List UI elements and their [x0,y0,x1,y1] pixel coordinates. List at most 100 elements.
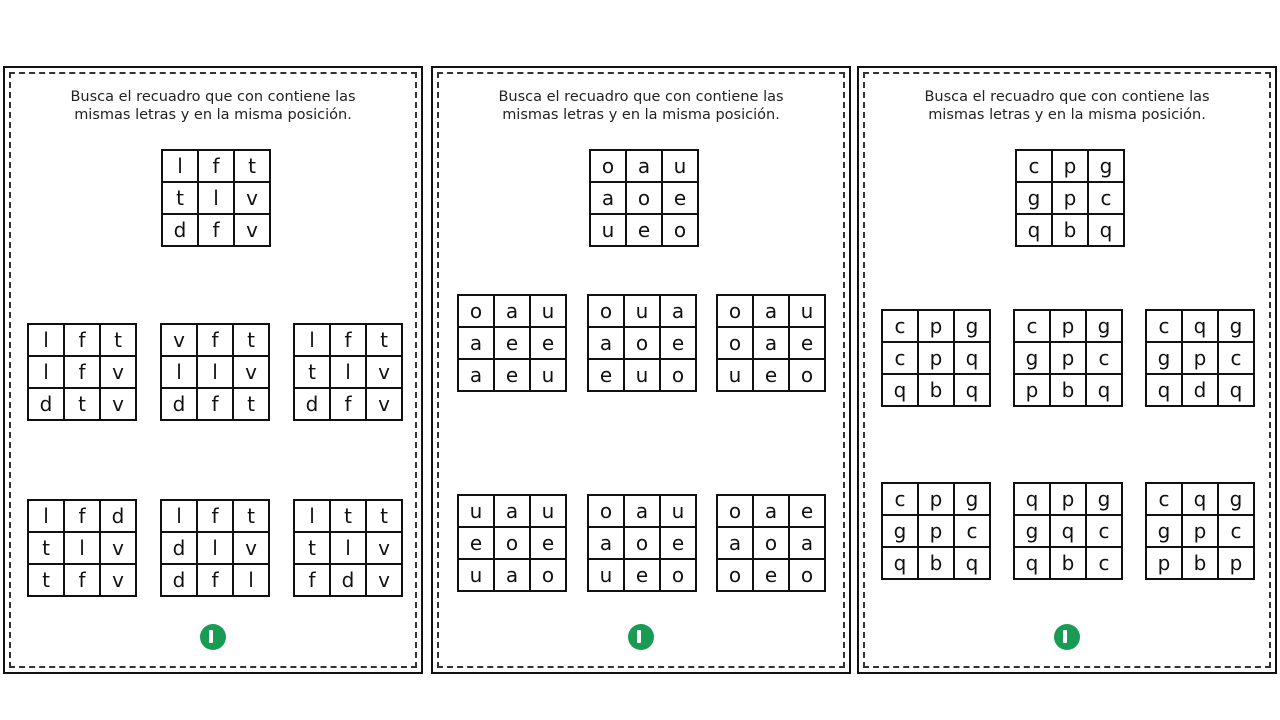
letter-cell: c [1218,515,1254,547]
letter-cell: a [494,495,530,527]
letter-cell: l [197,532,233,564]
letter-cell: f [64,564,100,596]
letter-cell: p [1050,310,1086,342]
letter-cell: e [588,359,624,391]
letter-cell: l [198,182,234,214]
letter-cell: q [1086,374,1122,406]
letter-cell: q [882,374,918,406]
letter-cell: o [753,527,789,559]
letter-cell: p [1014,374,1050,406]
letter-cell: p [918,483,954,515]
letter-cell: o [494,527,530,559]
letter-cell: o [626,182,662,214]
letter-cell: v [100,356,136,388]
letter-cell: o [717,295,753,327]
letter-cell: v [234,182,270,214]
letter-cell: l [64,532,100,564]
letter-cell: q [1014,547,1050,579]
letter-cell: e [662,182,698,214]
letter-cell: f [197,388,233,420]
letter-cell: a [624,495,660,527]
letter-cell: u [789,295,825,327]
letter-cell: o [789,359,825,391]
letter-cell: p [1182,515,1218,547]
letter-cell: a [753,295,789,327]
letter-cell: o [530,559,566,591]
letter-cell: d [161,564,197,596]
letter-cell: e [494,359,530,391]
logo-icon [200,624,226,650]
dashed-border [9,72,417,668]
letter-cell: c [1014,310,1050,342]
letter-cell: a [789,527,825,559]
letter-cell: o [458,295,494,327]
letter-cell: o [624,527,660,559]
letter-cell: g [1014,342,1050,374]
letter-cell: u [530,359,566,391]
letter-cell: l [28,500,64,532]
letter-cell: q [1014,483,1050,515]
letter-cell: f [64,500,100,532]
letter-cell: v [100,564,136,596]
letter-cell: v [233,356,269,388]
letter-cell: e [660,527,696,559]
worksheet-page: Busca el recuadro que con contiene las m… [431,66,851,674]
letter-cell: f [64,324,100,356]
letter-cell: p [918,342,954,374]
letter-cell: t [366,324,402,356]
letter-cell: l [28,324,64,356]
letter-cell: u [662,150,698,182]
letter-cell: l [233,564,269,596]
letter-cell: c [1146,483,1182,515]
letter-cell: c [1218,342,1254,374]
letter-cell: d [1182,374,1218,406]
letter-cell: v [366,388,402,420]
worksheet-page: Busca el recuadro que con contiene las m… [3,66,423,674]
letter-cell: q [954,342,990,374]
dashed-border [863,72,1271,668]
letter-cell: e [753,359,789,391]
letter-cell: f [330,388,366,420]
letter-cell: t [100,324,136,356]
letter-cell: b [918,374,954,406]
letter-cell: p [1146,547,1182,579]
letter-cell: c [1016,150,1052,182]
letter-cell: b [1182,547,1218,579]
letter-cell: l [294,324,330,356]
letter-cell: a [753,327,789,359]
letter-cell: e [789,327,825,359]
letter-cell: q [1182,483,1218,515]
letter-cell: t [366,500,402,532]
letter-cell: p [1050,342,1086,374]
letter-cell: o [717,327,753,359]
letter-cell: o [660,559,696,591]
letter-cell: e [530,527,566,559]
letter-cell: u [530,295,566,327]
instruction-text: Busca el recuadro que con contiene las m… [498,89,784,123]
letter-cell: d [161,532,197,564]
letter-cell: d [161,388,197,420]
letter-cell: c [882,342,918,374]
letter-cell: v [161,324,197,356]
letter-cell: t [233,388,269,420]
letter-cell: f [330,324,366,356]
